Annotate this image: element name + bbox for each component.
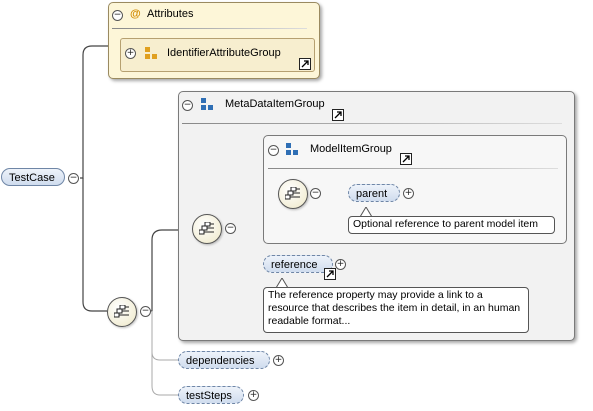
metadata-group-separator (182, 123, 562, 124)
element-teststeps-label: testSteps (186, 390, 232, 402)
expand-toggle-attribute-group[interactable]: + (125, 48, 136, 59)
collapse-toggle-model-group[interactable]: − (268, 145, 279, 156)
root-element-testcase[interactable]: TestCase (1, 168, 65, 186)
link-icon[interactable] (299, 58, 311, 70)
collapse-toggle-testcase[interactable]: − (68, 173, 79, 184)
collapse-toggle-attributes[interactable]: − (112, 10, 123, 21)
annotation-tail (360, 207, 372, 217)
expand-toggle-teststeps[interactable]: + (248, 390, 259, 401)
root-element-label: TestCase (9, 172, 55, 184)
sequence-compositor-model[interactable] (278, 179, 308, 209)
link-icon[interactable] (400, 153, 412, 165)
attributes-title: Attributes (147, 8, 194, 20)
collapse-toggle-main-sequence[interactable]: − (140, 306, 151, 317)
attribute-group-icon (145, 47, 157, 59)
sequence-compositor-metadata[interactable] (192, 214, 222, 244)
annotation-parent: Optional reference to parent model item (348, 216, 555, 234)
expand-toggle-parent[interactable]: + (403, 188, 414, 199)
element-teststeps[interactable]: testSteps (178, 386, 244, 404)
link-icon[interactable] (332, 109, 344, 121)
element-reference-label: reference (271, 259, 318, 271)
element-dependencies-label: dependencies (186, 355, 255, 367)
metadata-group-title: MetaDataItemGroup (225, 98, 325, 110)
collapse-toggle-model-sequence[interactable]: − (310, 188, 321, 199)
collapse-toggle-metadata-group[interactable]: − (182, 100, 193, 111)
annotation-reference: The reference property may provide a lin… (263, 287, 529, 333)
element-dependencies[interactable]: dependencies (178, 351, 270, 369)
element-parent-label: parent (356, 188, 388, 200)
expand-toggle-dependencies[interactable]: + (273, 355, 284, 366)
sequence-icon (285, 187, 300, 200)
attributes-separator (112, 28, 307, 29)
link-icon[interactable] (324, 268, 336, 280)
model-group-separator (268, 168, 558, 169)
element-parent[interactable]: parent (348, 184, 400, 202)
attributes-at-symbol: @ (130, 8, 141, 20)
sequence-icon (114, 305, 129, 318)
collapse-toggle-metadata-sequence[interactable]: − (225, 223, 236, 234)
element-group-icon (201, 98, 213, 110)
sequence-compositor-main[interactable] (107, 297, 137, 327)
element-group-icon (286, 143, 298, 155)
element-reference[interactable]: reference (263, 255, 333, 273)
expand-toggle-reference[interactable]: + (335, 259, 346, 270)
attribute-group-label: IdentifierAttributeGroup (167, 47, 281, 59)
model-group-title: ModelItemGroup (310, 143, 392, 155)
sequence-icon (199, 222, 214, 235)
annotation-tail (276, 278, 288, 288)
